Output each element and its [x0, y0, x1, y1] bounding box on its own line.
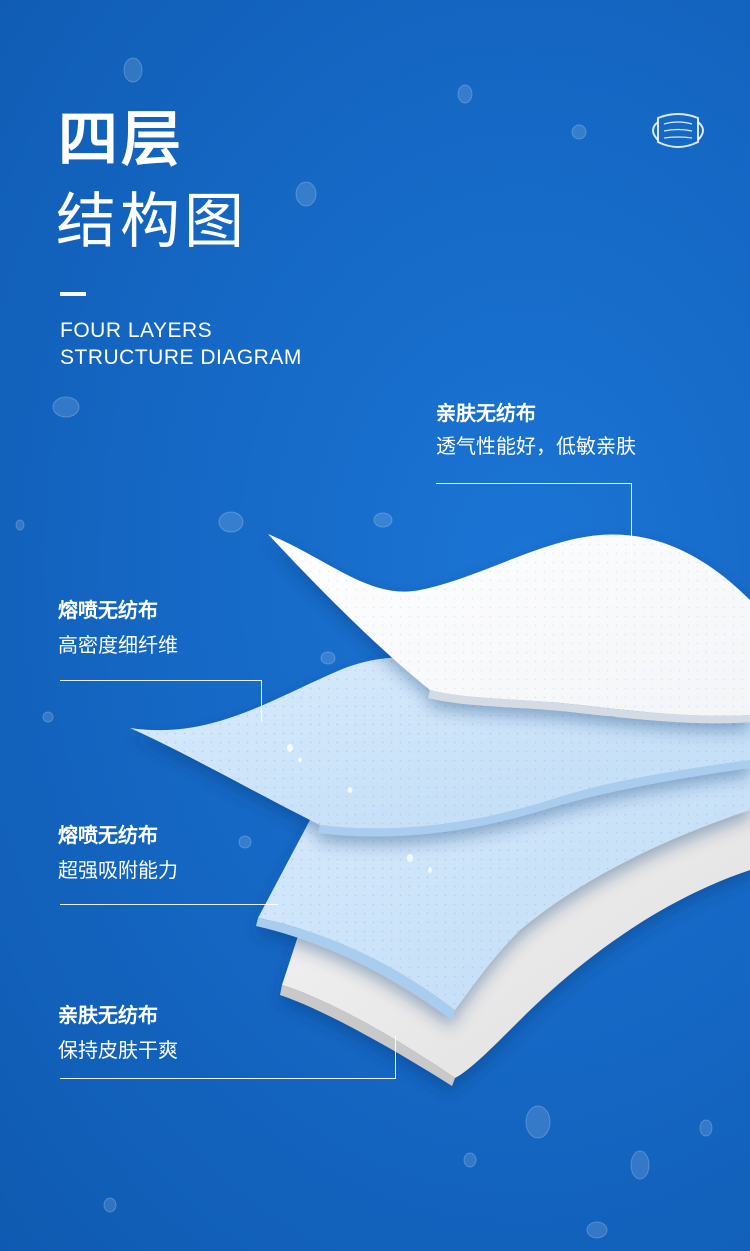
layer-3-title: 熔喷无纺布 [58, 823, 158, 847]
layer-1-leader-vertical [631, 483, 632, 559]
layer-4-leader-horizontal [60, 1078, 396, 1079]
layer-1-title: 亲肤无纺布 [436, 401, 536, 425]
english-title-line-2: STRUCTURE DIAGRAM [60, 346, 302, 369]
layer-2-title: 熔喷无纺布 [58, 598, 158, 622]
layer-3-description: 超强吸附能力 [58, 858, 178, 882]
english-title-line-1: FOUR LAYERS [60, 319, 213, 342]
layer-2-leader-vertical [261, 680, 262, 722]
layer-3-leader [60, 904, 278, 905]
title-line-2: 结构图 [56, 187, 248, 257]
layer-4-description: 保持皮肤干爽 [58, 1038, 178, 1062]
layer-2-description: 高密度细纤维 [58, 633, 178, 657]
layer-2-sheet [130, 657, 750, 837]
mask-icon [652, 113, 704, 148]
layer-1-leader-horizontal [436, 483, 632, 484]
layer-1-sheet [268, 534, 750, 724]
layer-1-description: 透气性能好，低敏亲肤 [436, 434, 636, 458]
title-line-1: 四层 [58, 105, 184, 175]
layer-4-title: 亲肤无纺布 [58, 1003, 158, 1027]
layer-2-leader-horizontal [60, 680, 262, 681]
title-divider [60, 292, 86, 296]
layer-4-leader-vertical [395, 1036, 396, 1079]
